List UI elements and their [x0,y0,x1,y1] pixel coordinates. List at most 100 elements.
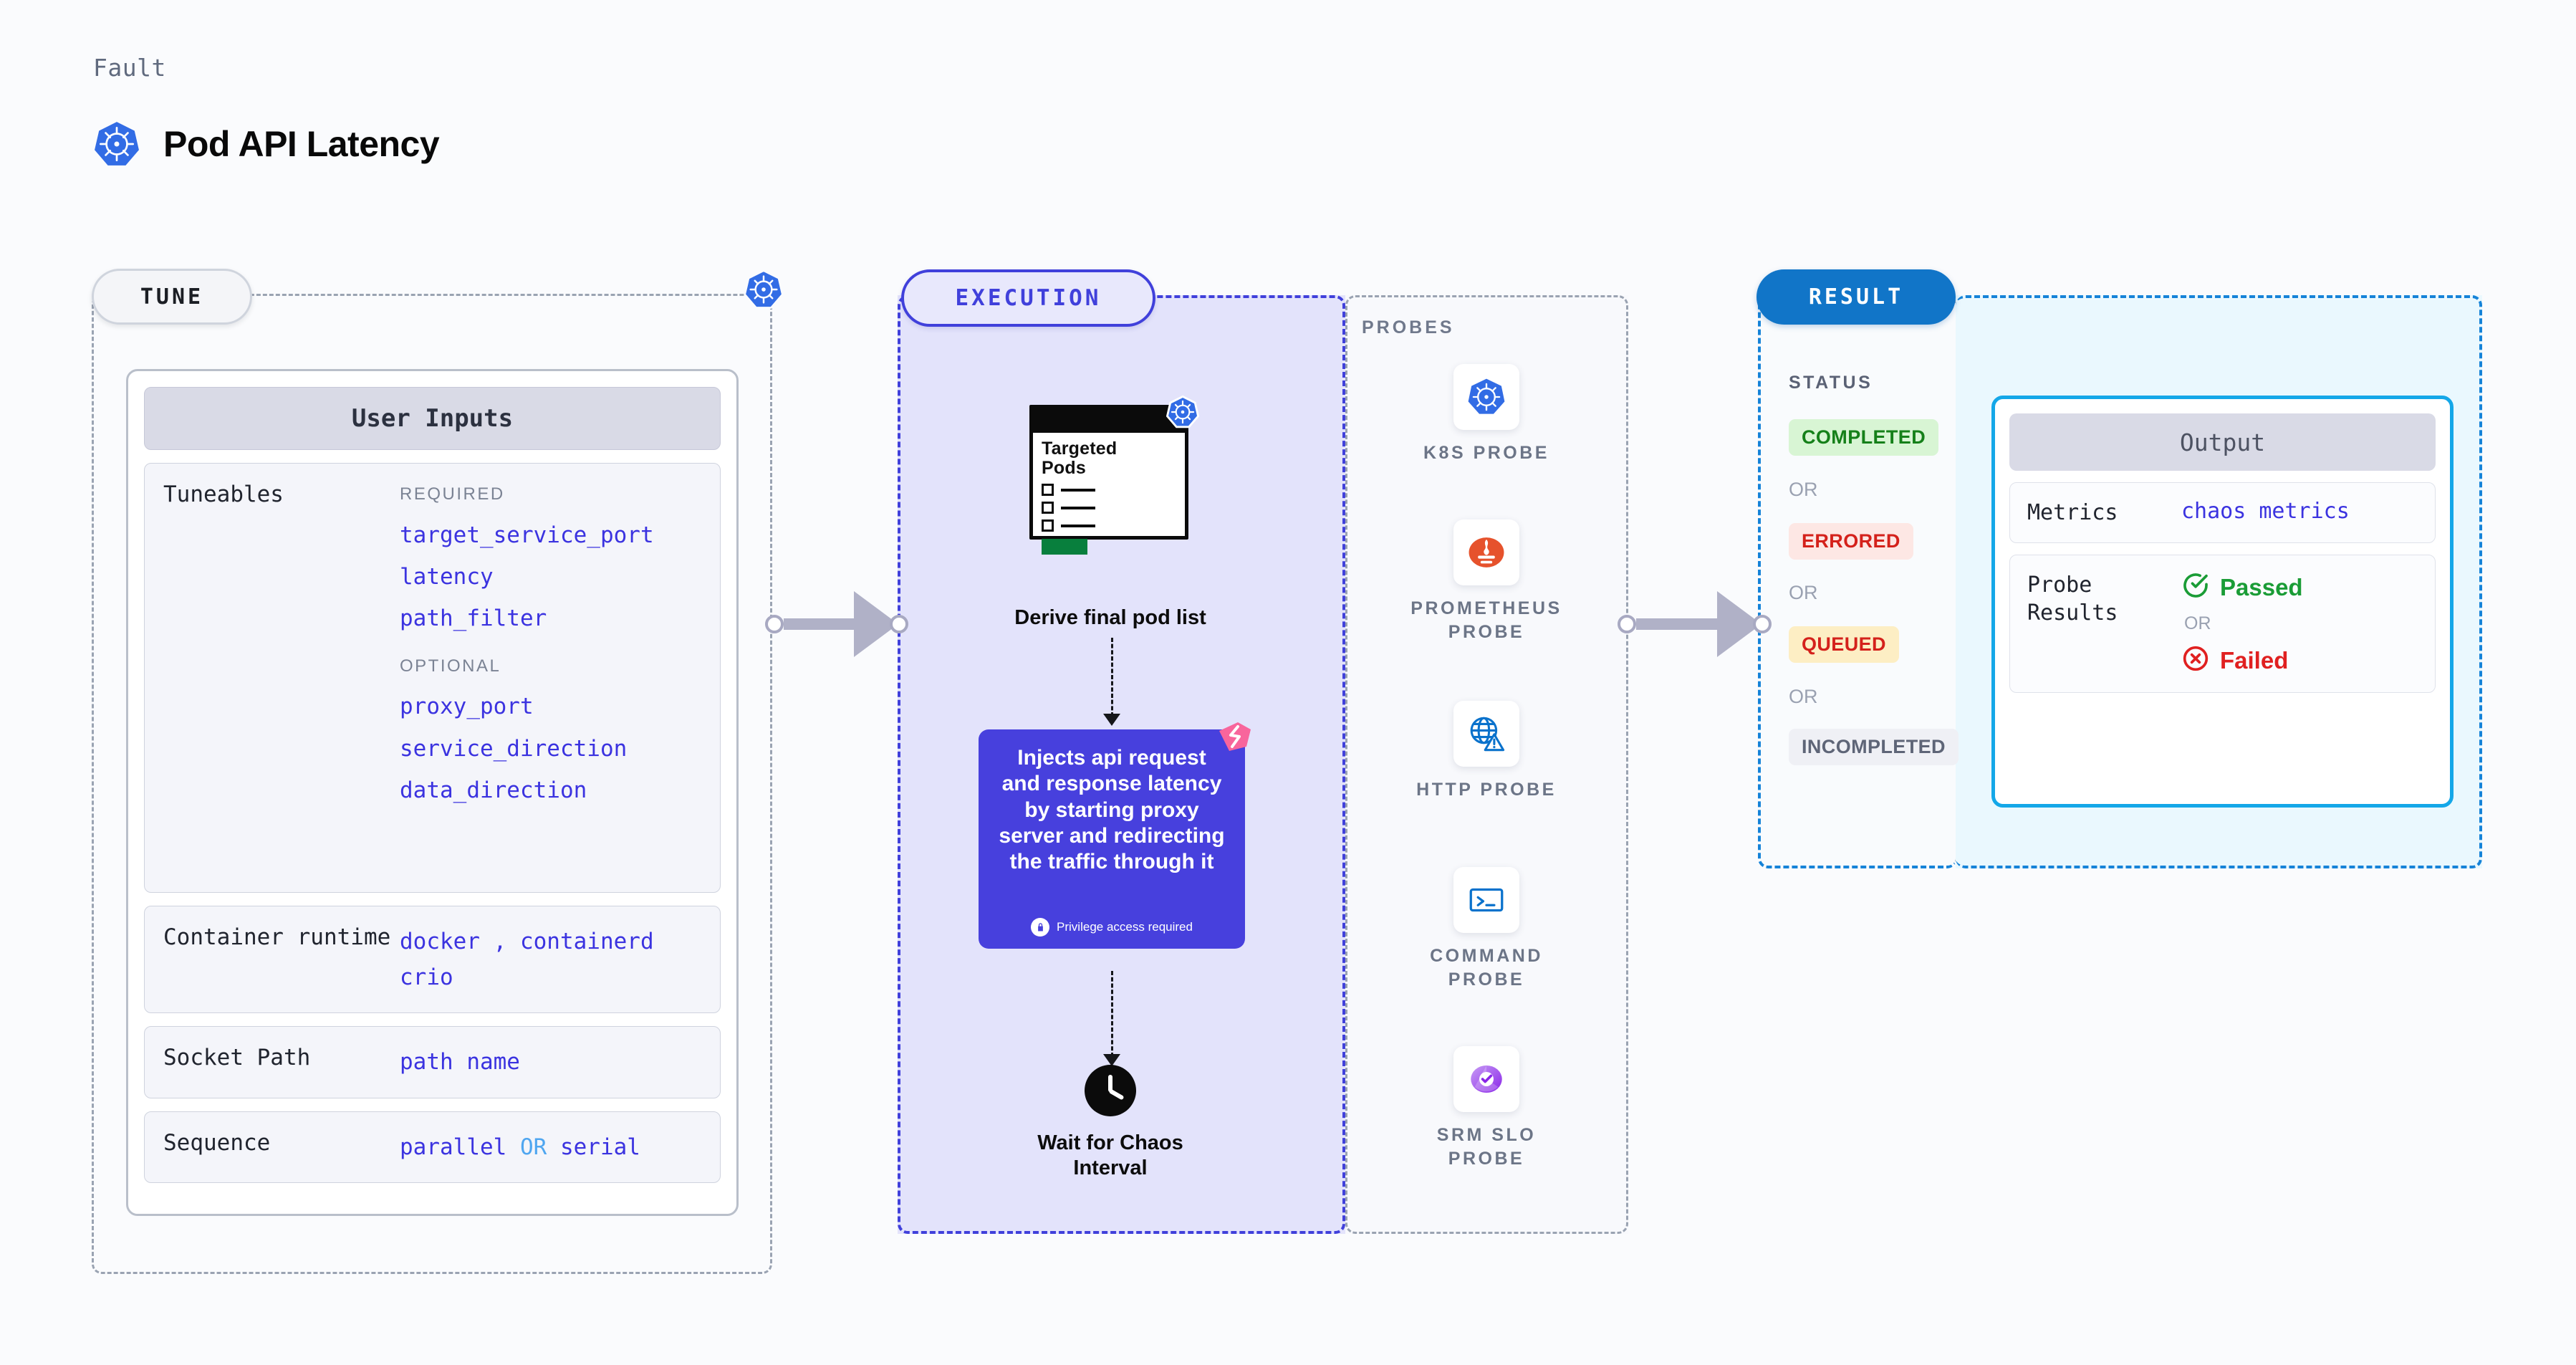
probe-results-label: Probe Results [2027,573,2118,626]
tuneable-item[interactable]: path_filter [400,605,547,632]
status-badge: QUEUED [1789,626,1899,663]
checklist-item [1042,502,1185,514]
targeted-pods-document: Targeted Pods [1029,405,1188,555]
metrics-value[interactable]: chaos metrics [2181,499,2350,524]
execution-pill[interactable]: EXECUTION [901,269,1155,327]
container-runtime-row: Container runtime docker , containerd cr… [144,906,721,1014]
sequence-value[interactable]: parallel OR serial [400,1129,701,1165]
checklist-item [1042,519,1185,532]
tuneables-label: Tuneables [163,482,284,507]
container-runtime-label: Container runtime [163,924,391,950]
optional-label: OPTIONAL [400,656,501,676]
lock-icon [1031,918,1050,937]
inject-description: Injects api request and response latency… [999,746,1225,874]
probe-result-passed: Passed [2181,571,2303,603]
flow-arrowhead [1103,1054,1120,1066]
probe-result-failed: Failed [2181,644,2303,676]
check-circle-icon [2181,571,2210,603]
result-pill[interactable]: RESULT [1756,269,1956,325]
checklist-item [1042,484,1185,496]
terminal-icon [1453,867,1519,933]
x-circle-icon [2181,644,2210,676]
status-badge: ERRORED [1789,523,1913,560]
probe-label: K8S PROBE [1423,443,1549,463]
or-separator: OR [1789,479,1818,500]
inject-latency-step: Injects api request and response latency… [979,722,1251,949]
targeted-pods-title: Targeted Pods [1042,439,1118,478]
probe-label: HTTP PROBE [1416,780,1557,800]
probe-results-row: Probe Results Passed OR [2009,555,2436,693]
sequence-option-b: serial [559,1134,640,1160]
wait-interval-caption: Wait for Chaos Interval [1037,1131,1183,1180]
user-inputs-heading: User Inputs [144,387,721,450]
probe-item-command[interactable]: COMMAND PROBE [1404,867,1569,991]
probe-item-prometheus[interactable]: PROMETHEUS PROBE [1404,519,1569,643]
failed-label: Failed [2220,646,2289,674]
tuneables-row: Tuneables REQUIRED target_service_port l… [144,463,721,893]
flow-arrowhead [1103,714,1120,726]
user-inputs-card: User Inputs Tuneables REQUIRED target_se… [126,369,739,1216]
runtime-line[interactable]: docker , containerd [400,929,654,954]
probe-label: PROMETHEUS PROBE [1410,598,1562,642]
clock-icon [1085,1065,1136,1116]
status-badge: COMPLETED [1789,419,1939,456]
sequence-separator: OR [519,1134,547,1160]
tuneable-item[interactable]: target_service_port [400,522,654,548]
derive-pod-list-caption: Derive final pod list [1014,606,1206,629]
connector-dot [1753,615,1772,633]
connector-bar [784,618,855,630]
tuneable-item[interactable]: latency [400,564,494,590]
output-card: Output Metrics chaos metrics Probe Resul… [1991,396,2454,808]
probe-item-http[interactable]: HTTP PROBE [1404,701,1569,802]
kubernetes-icon [1166,395,1200,432]
connector-dot [765,615,784,633]
document-progress-bar [1042,539,1087,555]
document-titlebar [1033,408,1185,433]
passed-label: Passed [2220,573,2303,600]
probe-label: SRM SLO PROBE [1436,1125,1537,1169]
probes-section-label: PROBES [1362,317,1455,337]
kubernetes-icon [1453,364,1519,430]
sequence-row: Sequence parallel OR serial [144,1111,721,1183]
globe-alert-icon [1453,701,1519,767]
sequence-option-a: parallel [400,1134,507,1160]
srm-slo-icon [1453,1046,1519,1112]
required-label: REQUIRED [400,484,505,504]
tuneable-item[interactable]: proxy_port [400,694,534,720]
runtime-line[interactable]: crio [400,964,453,991]
page-header: Pod API Latency [93,120,440,168]
socket-path-row: Socket Path path name [144,1026,721,1098]
metrics-row: Metrics chaos metrics [2009,482,2436,543]
probe-item-srm-slo[interactable]: SRM SLO PROBE [1404,1046,1569,1170]
status-badge: INCOMPLETED [1789,729,1959,765]
status-label: STATUS [1789,373,1873,393]
or-separator: OR [1789,582,1818,603]
tune-pill[interactable]: TUNE [92,269,252,325]
socket-path-label: Socket Path [163,1045,311,1071]
probe-item-k8s[interactable]: K8S PROBE [1404,364,1569,465]
probe-results-values: Passed OR Failed [2181,571,2303,676]
privilege-note: Privilege access required [979,918,1245,937]
tuneable-item[interactable]: service_direction [400,735,628,762]
tune-panel [92,294,772,1274]
connector-execution-to-result [1618,591,1772,657]
connector-tune-to-execution [765,591,908,657]
container-runtime-values: docker , containerd crio [400,924,701,995]
connector-bar [1636,618,1719,630]
page-title: Pod API Latency [163,124,440,164]
metrics-label: Metrics [2027,500,2118,525]
sequence-label: Sequence [163,1129,271,1156]
socket-path-value[interactable]: path name [400,1049,520,1076]
flow-arrow-line [1111,638,1113,717]
flow-arrow-line [1111,971,1113,1057]
chaos-mark-icon [1216,721,1254,760]
probe-label: COMMAND PROBE [1430,946,1543,990]
output-heading: Output [2009,413,2436,471]
tuneables-values: REQUIRED target_service_port latency pat… [400,481,701,814]
kubernetes-icon [744,269,784,313]
privilege-note-label: Privilege access required [1057,919,1193,934]
tuneable-item[interactable]: data_direction [400,777,587,803]
connector-dot [1618,615,1636,633]
connector-dot [890,615,908,633]
